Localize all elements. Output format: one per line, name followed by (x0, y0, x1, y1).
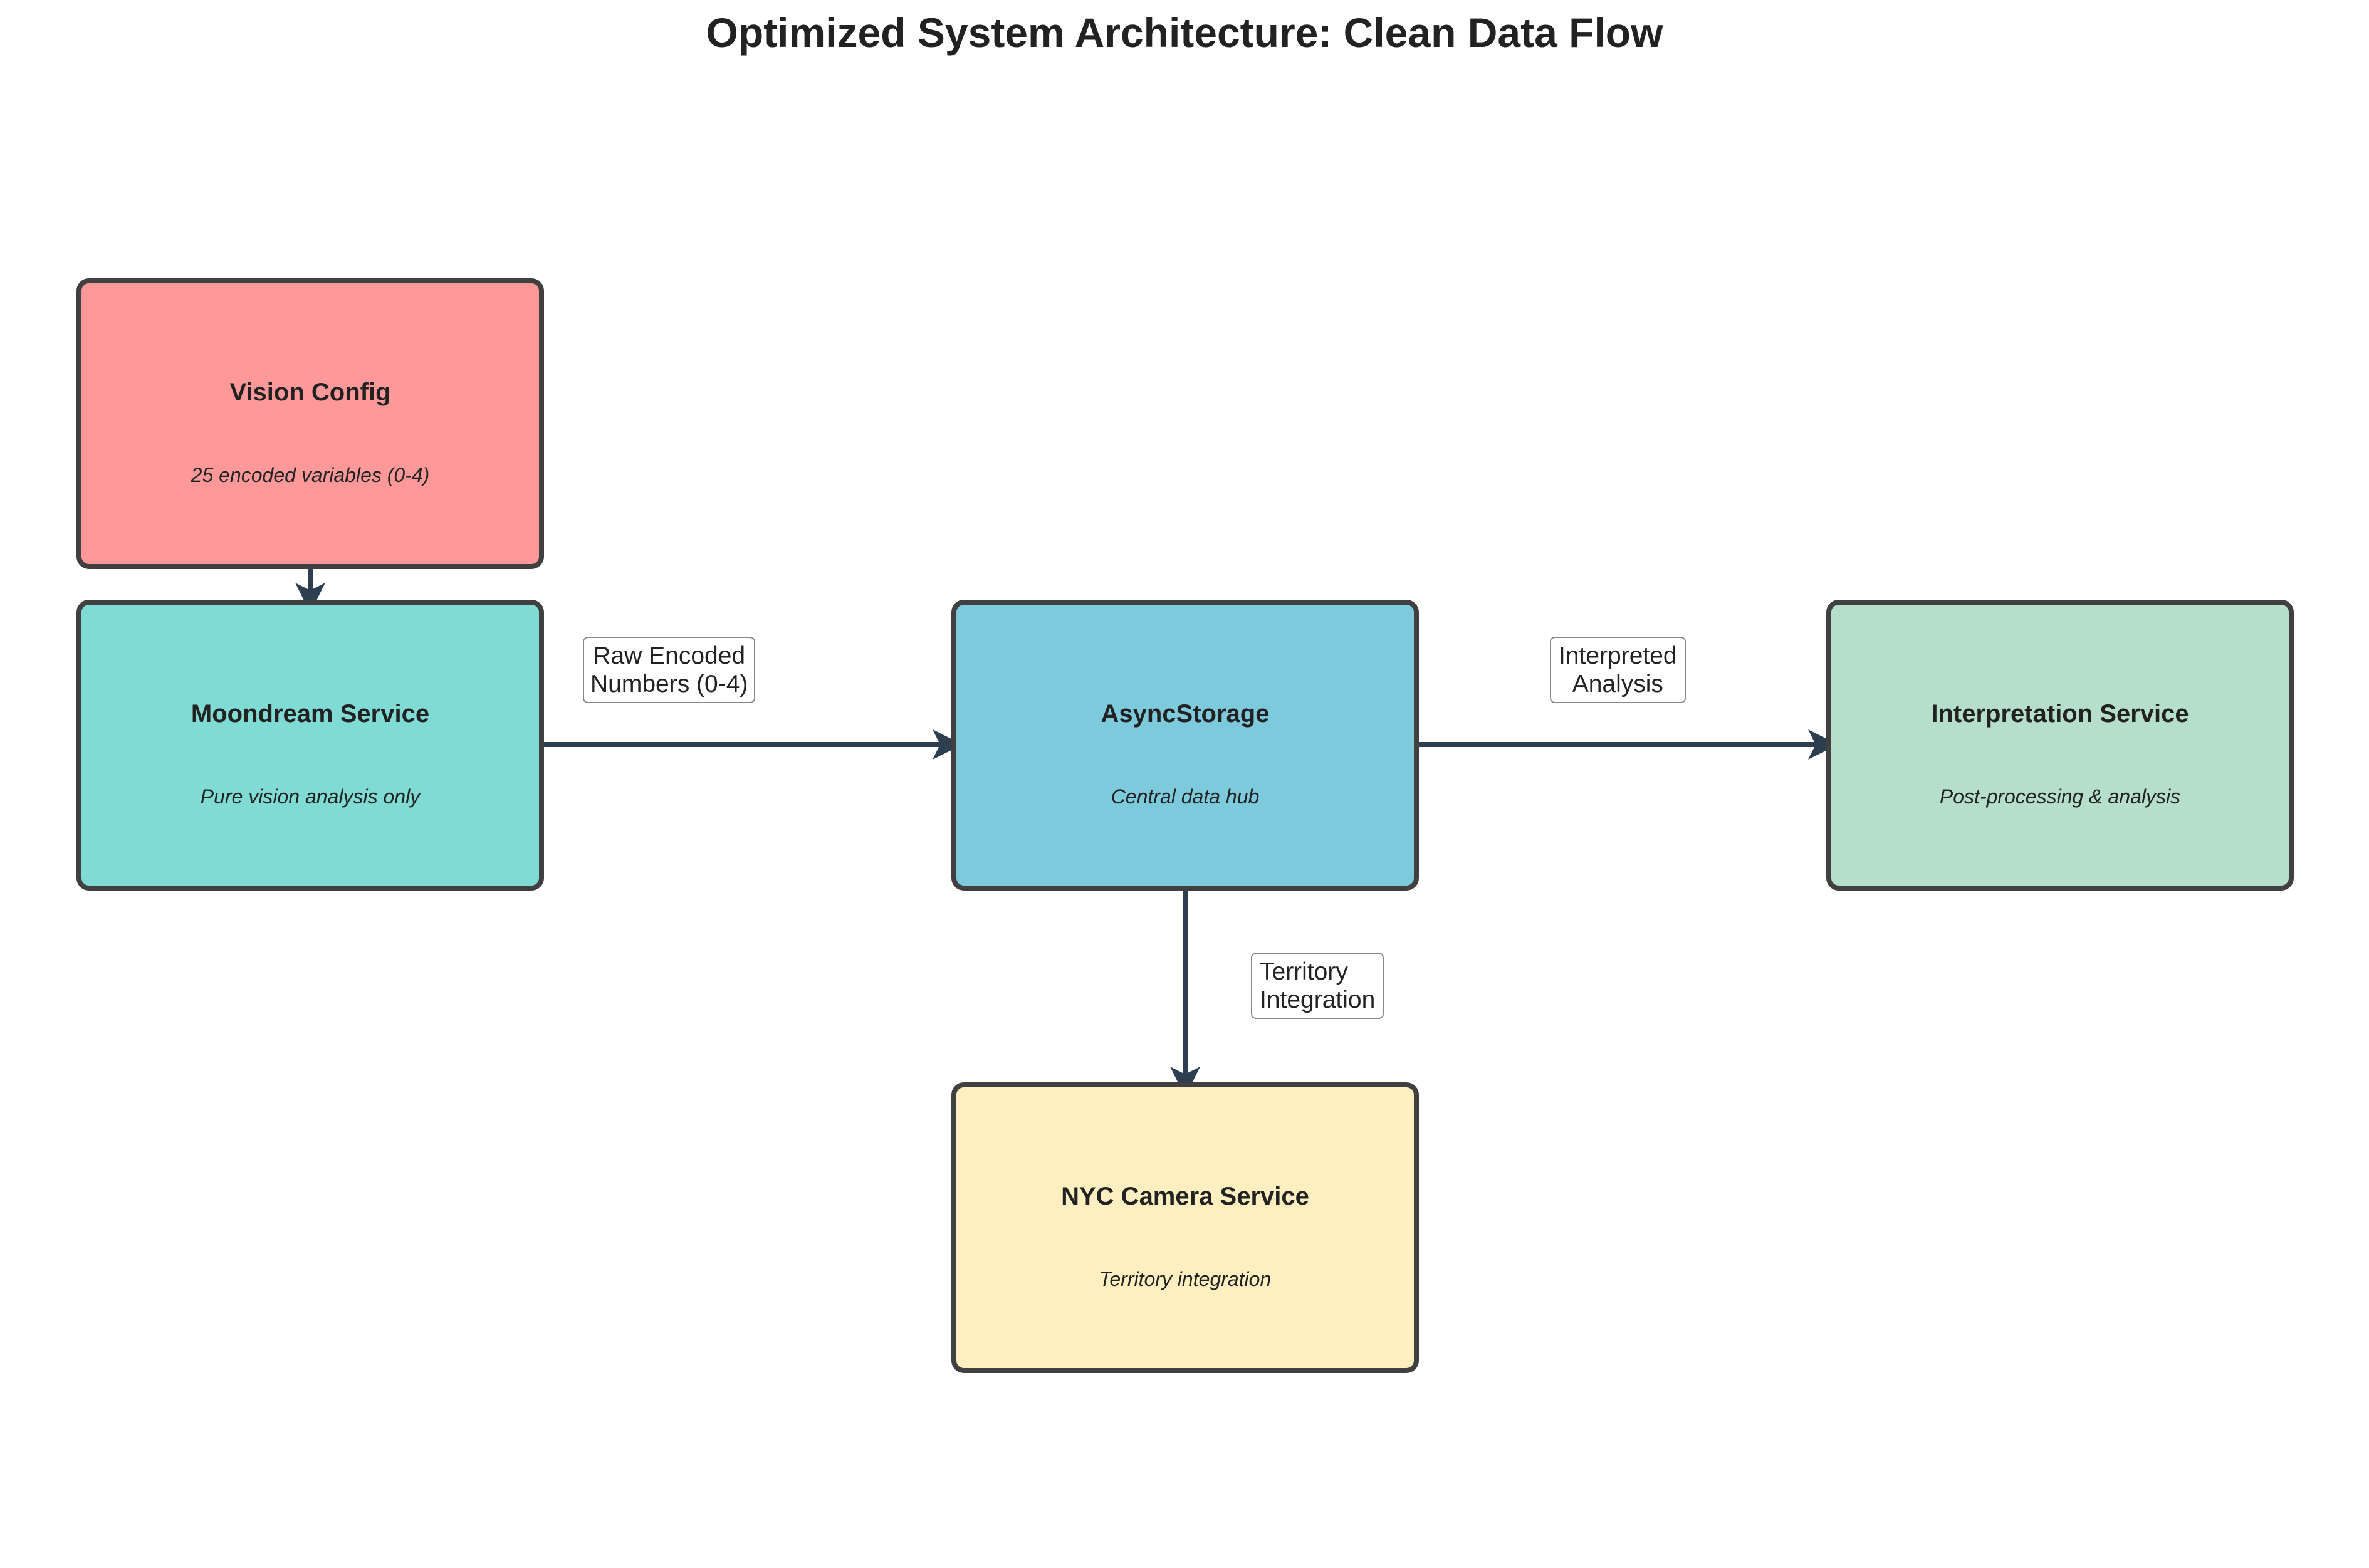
vision-config-node: Vision Config 25 encoded variables (0-4) (76, 278, 544, 569)
interpretation-service-title: Interpretation Service (1931, 700, 2189, 728)
moondream-service-title: Moondream Service (191, 700, 430, 728)
interpretation-service-description: Post-processing & analysis (1939, 785, 2181, 808)
edge-label-interpreted: Interpreted Analysis (1550, 637, 1686, 703)
moondream-service-node: Moondream Service Pure vision analysis o… (76, 600, 544, 891)
nyc-camera-service-description: Territory integration (1099, 1268, 1272, 1290)
vision-config-description: 25 encoded variables (0-4) (191, 464, 430, 486)
asyncstorage-description: Central data hub (1111, 785, 1260, 808)
edge-label-raw-encoded: Raw Encoded Numbers (0-4) (583, 637, 756, 703)
edge-label-territory: Territory Integration (1251, 953, 1384, 1019)
nyc-camera-service-title: NYC Camera Service (1061, 1183, 1309, 1210)
moondream-service-description: Pure vision analysis only (200, 785, 421, 808)
interpretation-service-node: Interpretation Service Post-processing &… (1826, 600, 2294, 891)
nyc-camera-service-node: NYC Camera Service Territory integration (951, 1082, 1419, 1373)
vision-config-title: Vision Config (229, 379, 391, 406)
diagram-title: Optimized System Architecture: Clean Dat… (706, 9, 1663, 56)
asyncstorage-title: AsyncStorage (1101, 700, 1270, 728)
asyncstorage-node: AsyncStorage Central data hub (951, 600, 1419, 891)
